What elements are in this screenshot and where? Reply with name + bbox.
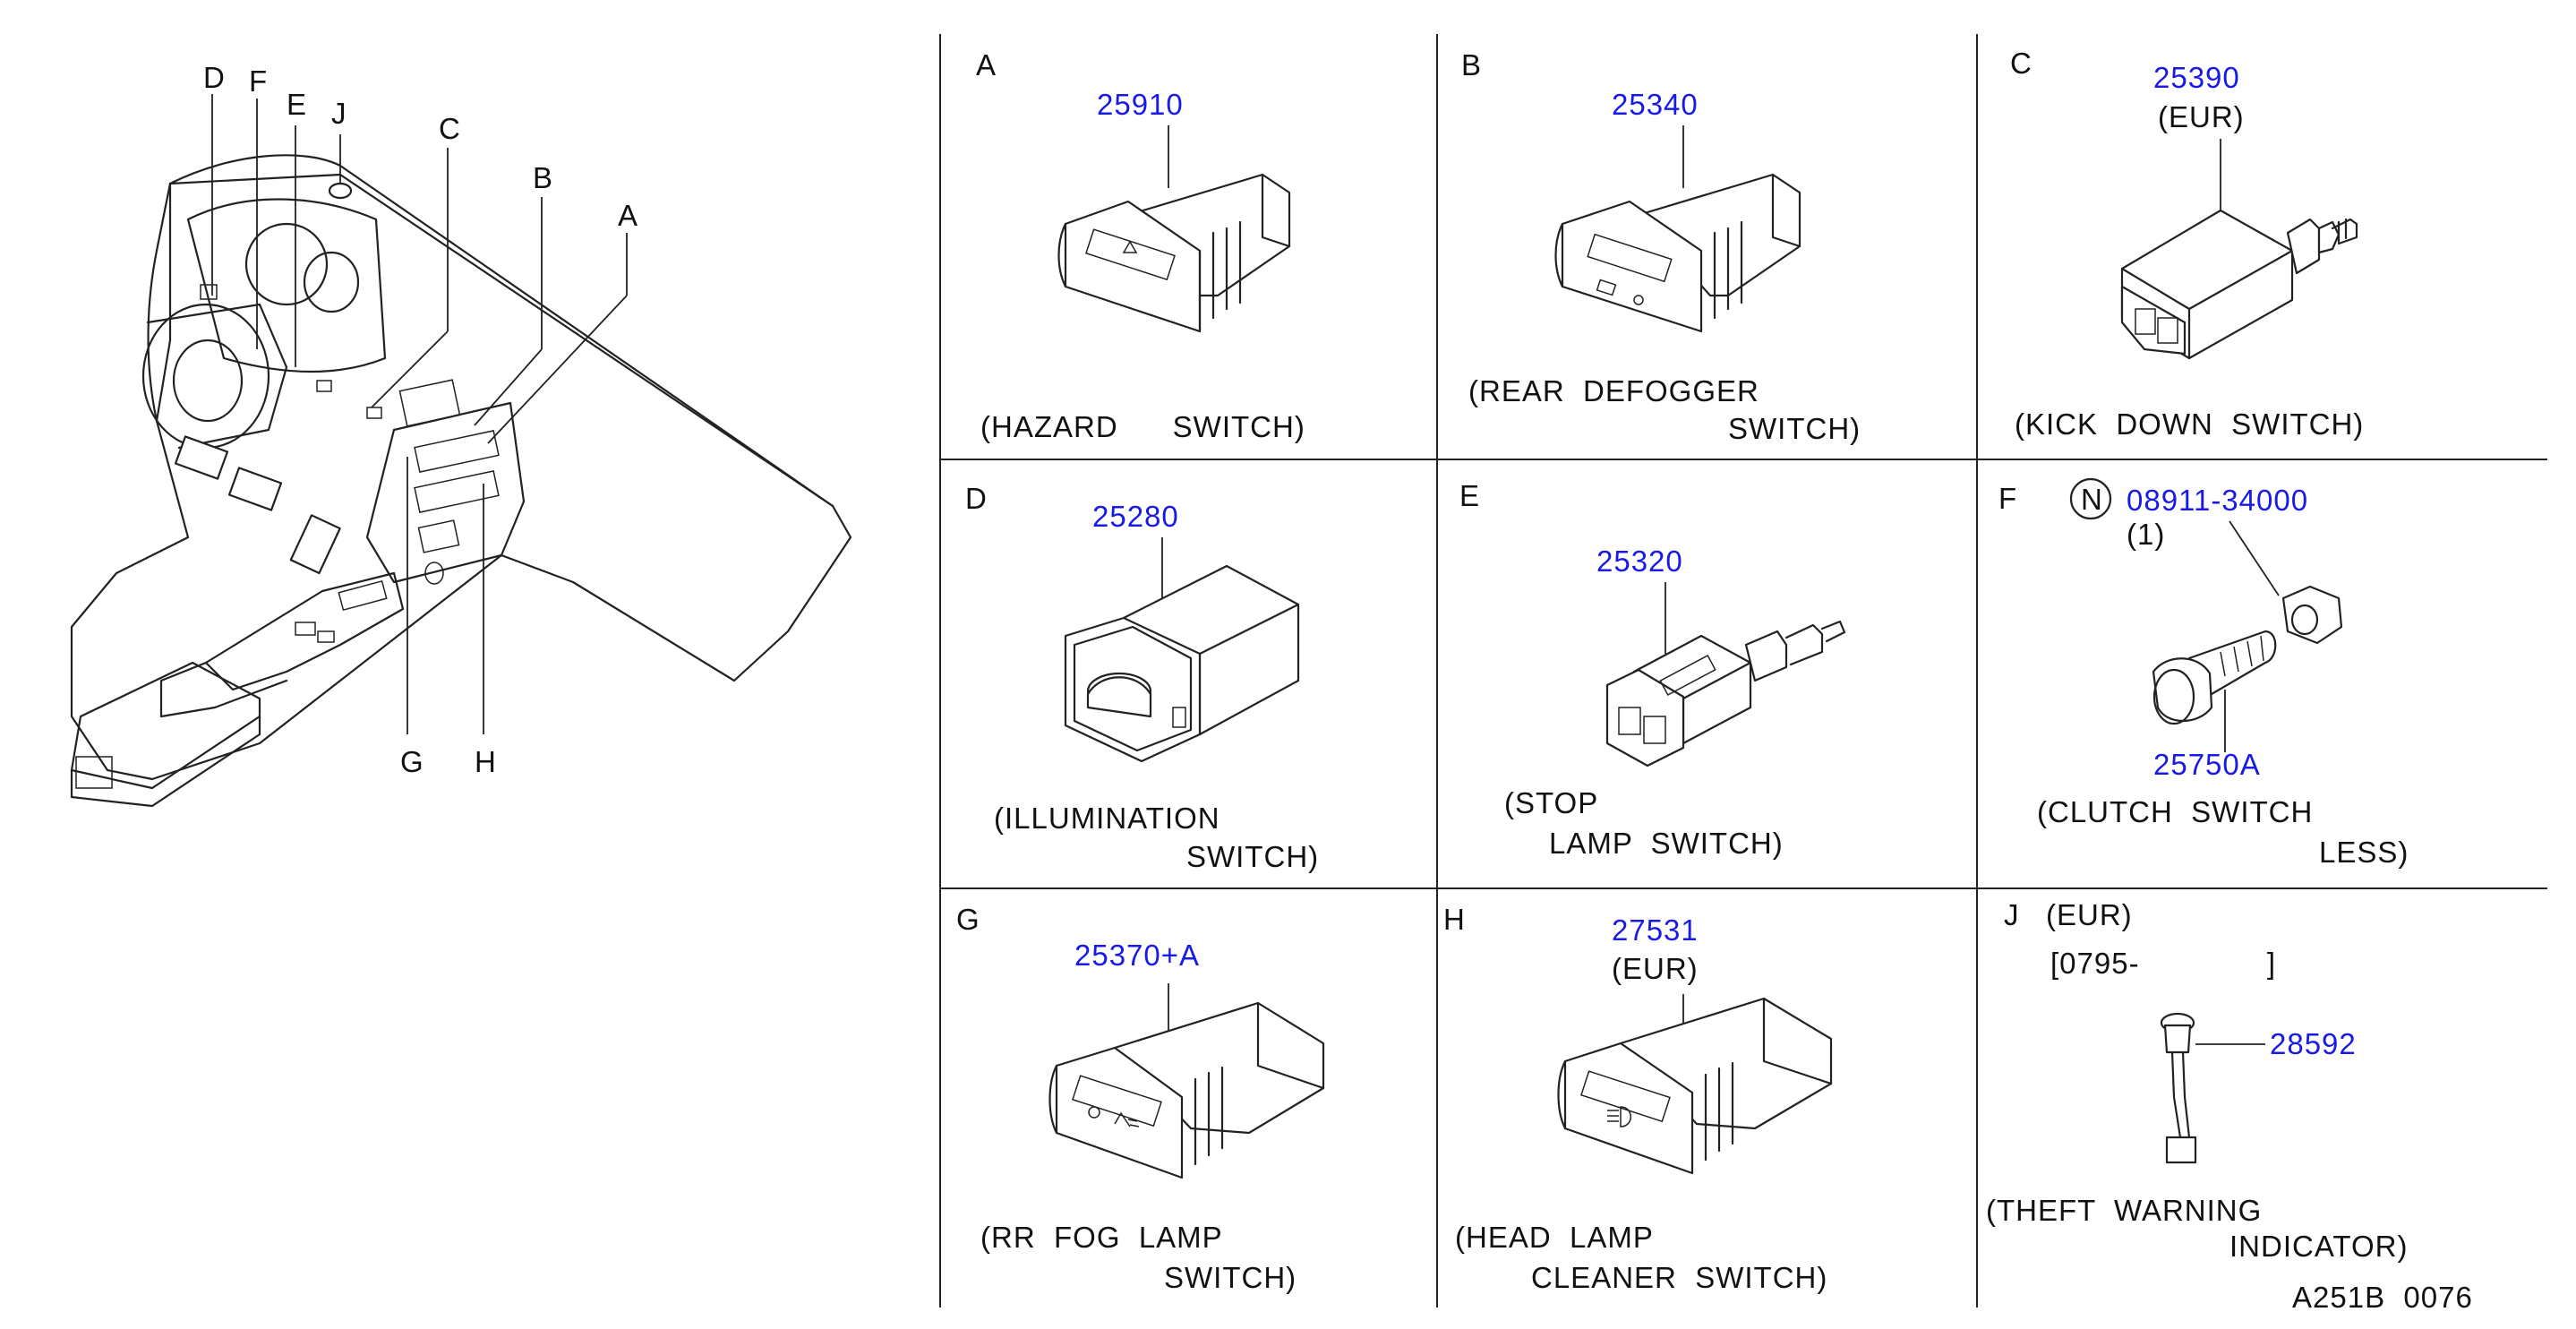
callout-h: H bbox=[475, 745, 497, 778]
panel-e[interactable]: E 25320 (STOP LAMP SWITCH) bbox=[1459, 479, 1846, 860]
panel-c-letter: C bbox=[2010, 47, 2033, 80]
panel-b-description-line1: (REAR DEFOGGER bbox=[1468, 374, 1759, 407]
panel-g-description-line1: (RR FOG LAMP bbox=[980, 1221, 1223, 1254]
panel-h-description-line1: (HEAD LAMP bbox=[1455, 1221, 1654, 1254]
panel-g-description-line2: SWITCH) bbox=[1164, 1261, 1297, 1294]
callout-j: J bbox=[331, 97, 347, 130]
theft-warning-indicator-icon bbox=[2160, 1012, 2197, 1164]
panel-f-description-line1: (CLUTCH SWITCH bbox=[2037, 795, 2313, 828]
hazard-switch-icon bbox=[1057, 173, 1291, 333]
panel-j-variant: (EUR) bbox=[2046, 898, 2133, 931]
diagram-code: A251B 0076 bbox=[2292, 1281, 2473, 1314]
panel-d[interactable]: D 25280 (ILLUMINATION SWITCH) bbox=[965, 482, 1319, 873]
bolt-icon bbox=[2152, 630, 2277, 725]
callout-e: E bbox=[287, 88, 307, 121]
panel-f[interactable]: F N 08911-34000 (1) 25750A (CLUTCH SWITC… bbox=[1998, 477, 2409, 869]
callout-a: A bbox=[618, 199, 638, 232]
callout-f: F bbox=[249, 64, 268, 98]
panel-b-description-line2: SWITCH) bbox=[1728, 412, 1861, 445]
panel-j[interactable]: J (EUR) [0795- ] 28592 (THEFT WARNING IN… bbox=[1986, 898, 2408, 1263]
panel-h-part-number[interactable]: 27531 bbox=[1612, 913, 1699, 947]
panel-h[interactable]: H 27531 (EUR) (HEAD LAMP CLEANER SWITCH) bbox=[1443, 903, 1833, 1294]
callout-c: C bbox=[439, 112, 461, 145]
panel-j-description-line1: (THEFT WARNING bbox=[1986, 1194, 2262, 1227]
panel-d-description-line1: (ILLUMINATION bbox=[994, 802, 1220, 835]
panel-j-date-range: [0795- ] bbox=[2050, 947, 2276, 980]
rr-fog-lamp-switch-icon bbox=[1048, 1001, 1325, 1179]
panel-g-part-number[interactable]: 25370+A bbox=[1074, 939, 1200, 972]
panel-d-description-line2: SWITCH) bbox=[1186, 840, 1319, 873]
illumination-switch-icon bbox=[1064, 564, 1300, 763]
rear-defogger-switch-icon bbox=[1554, 173, 1801, 333]
panel-f-letter: F bbox=[1998, 482, 2017, 515]
panel-e-part-number[interactable]: 25320 bbox=[1596, 544, 1683, 578]
panel-h-letter: H bbox=[1443, 903, 1466, 936]
nut-symbol-icon bbox=[2069, 477, 2112, 520]
panel-g[interactable]: G 25370+A (RR FOG LAMP SWITCH) bbox=[956, 903, 1325, 1294]
callout-d: D bbox=[203, 61, 226, 94]
panel-c-variant: (EUR) bbox=[2158, 100, 2245, 133]
nut-icon bbox=[2281, 585, 2343, 645]
panel-h-description-line2: CLEANER SWITCH) bbox=[1531, 1261, 1827, 1294]
panel-e-description-line1: (STOP bbox=[1504, 786, 1598, 819]
panel-a-letter: A bbox=[976, 48, 997, 81]
panel-f-description-line2: LESS) bbox=[2319, 836, 2409, 869]
panel-g-letter: G bbox=[956, 903, 980, 936]
parts-grid-lines bbox=[939, 34, 2547, 1308]
panel-e-letter: E bbox=[1459, 479, 1480, 512]
panel-j-letter: J bbox=[2004, 898, 2020, 931]
panel-b-part-number[interactable]: 25340 bbox=[1612, 88, 1699, 121]
panel-d-part-number[interactable]: 25280 bbox=[1092, 500, 1179, 533]
panel-f-part-number-2[interactable]: 25750A bbox=[2153, 748, 2261, 781]
panel-f-nut-symbol: N bbox=[2081, 483, 2103, 516]
panel-h-variant: (EUR) bbox=[1612, 952, 1699, 985]
panel-b-letter: B bbox=[1461, 48, 1482, 81]
panel-a-part-number[interactable]: 25910 bbox=[1097, 88, 1184, 121]
panel-c[interactable]: C 25390 (EUR) (KICK DOWN SWITCH) bbox=[2010, 47, 2364, 441]
kick-down-switch-icon bbox=[2120, 209, 2358, 360]
callout-b: B bbox=[533, 161, 553, 194]
panel-f-quantity: (1) bbox=[2127, 518, 2165, 551]
panel-f-part-number[interactable]: 08911-34000 bbox=[2127, 484, 2308, 517]
dashboard-overview-illustration bbox=[70, 154, 852, 808]
panel-b[interactable]: B 25340 (REAR DEFOGGER SWITCH) bbox=[1461, 48, 1861, 445]
panel-c-description: (KICK DOWN SWITCH) bbox=[2015, 407, 2364, 441]
overview-callout-labels: D F E J C B A G H bbox=[203, 61, 638, 778]
overview-leader-lines bbox=[211, 94, 628, 734]
panel-j-part-number[interactable]: 28592 bbox=[2270, 1027, 2357, 1060]
panel-a[interactable]: A 25910 (HAZARD SWITCH) bbox=[976, 48, 1305, 443]
panel-a-description: (HAZARD SWITCH) bbox=[980, 410, 1305, 443]
panel-d-letter: D bbox=[965, 482, 988, 515]
callout-g: G bbox=[400, 745, 424, 778]
panel-e-description-line2: LAMP SWITCH) bbox=[1549, 827, 1784, 860]
head-lamp-cleaner-switch-icon bbox=[1557, 997, 1833, 1175]
panel-c-part-number[interactable]: 25390 bbox=[2153, 61, 2240, 94]
panel-j-description-line2: INDICATOR) bbox=[2229, 1230, 2408, 1263]
stop-lamp-switch-icon bbox=[1605, 620, 1846, 767]
